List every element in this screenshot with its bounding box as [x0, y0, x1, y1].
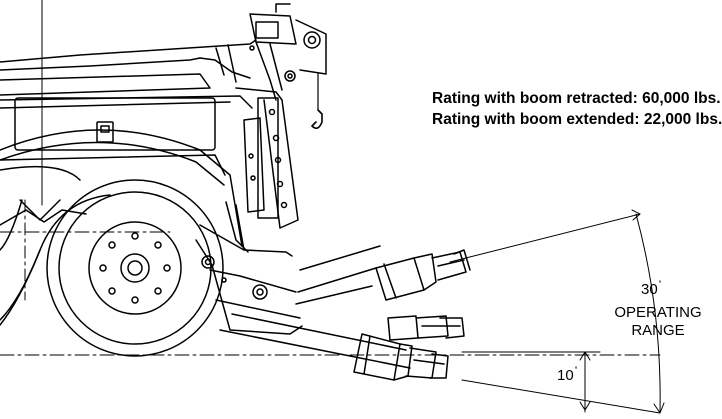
operating-range-line1: OPERATING [614, 304, 702, 321]
rating-extended: Rating with boom extended: 22,000 lbs. [432, 111, 722, 128]
operating-range-line2: RANGE [631, 322, 685, 339]
tandem-wheels [0, 129, 243, 357]
angle-label-10: 10˚ [557, 366, 578, 384]
reference-lines [0, 0, 661, 356]
crane-head [225, 3, 327, 253]
underlift-arm [195, 224, 411, 369]
angle-label-30: 30˚ [641, 280, 662, 298]
ratings-block: Rating with boom retracted: 60,000 lbs. … [432, 88, 722, 130]
angle-dimensions [449, 209, 665, 414]
operating-range-label: OPERATING RANGE [604, 304, 712, 340]
stinger-raised [375, 249, 471, 301]
stinger-level [387, 315, 465, 341]
rating-retracted: Rating with boom retracted: 60,000 lbs. [432, 90, 721, 107]
truck-body [0, 39, 257, 176]
stinger-lowered [353, 333, 449, 381]
